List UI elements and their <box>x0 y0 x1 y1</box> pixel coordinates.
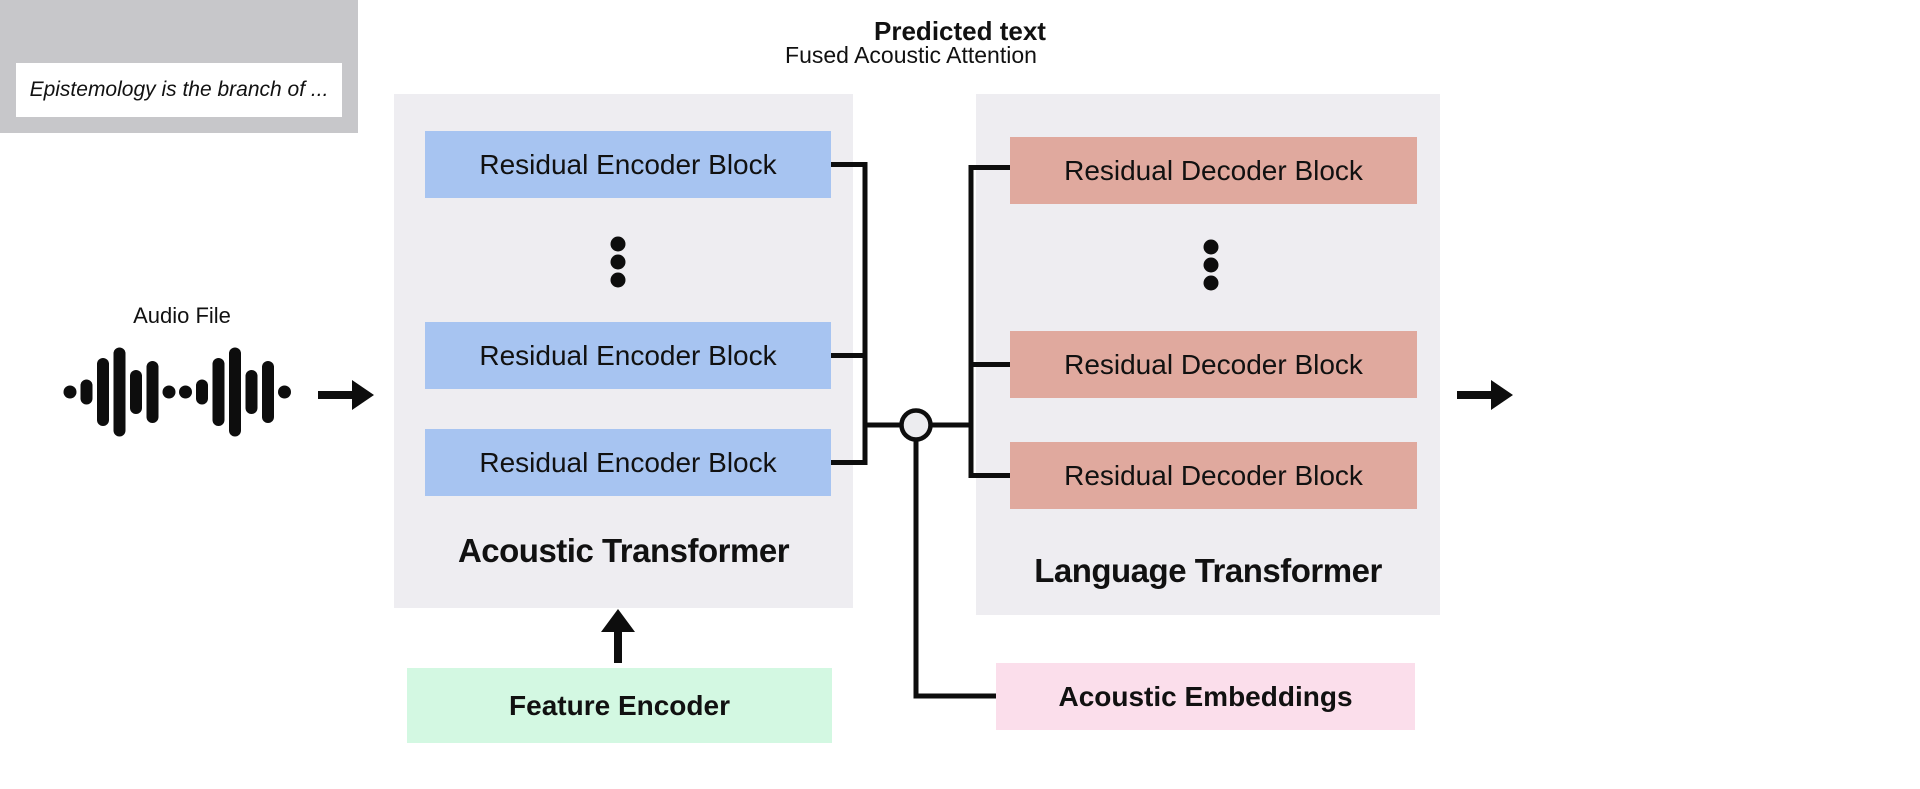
acoustic-transformer-title: Acoustic Transformer <box>457 532 790 569</box>
predicted-text-title: Predicted text <box>874 16 1046 46</box>
residual-decoder-block-3-label: Residual Decoder Block <box>1064 459 1363 491</box>
residual-encoder-block-3: Residual Encoder Block <box>425 429 831 496</box>
acoustic-embeddings-label: Acoustic Embeddings <box>1058 680 1353 712</box>
audio-waveform-icon <box>63 347 291 437</box>
residual-encoder-block-2-label: Residual Encoder Block <box>479 339 777 371</box>
residual-decoder-block-1-label: Residual Decoder Block <box>1064 154 1363 186</box>
residual-encoder-block-3-label: Residual Encoder Block <box>479 446 777 478</box>
fused-acoustic-attention-label: Fused Acoustic Attention <box>785 42 1037 68</box>
language-transformer-title: Language Transformer <box>1034 552 1382 589</box>
feature-encoder-box: Feature Encoder <box>407 668 832 743</box>
predicted-text-output-field: Epistemology is the branch of ... <box>16 63 342 117</box>
output-right-arrow-icon <box>1457 380 1513 410</box>
residual-encoder-block-2: Residual Encoder Block <box>425 322 831 389</box>
residual-encoder-block-1-label: Residual Encoder Block <box>479 148 777 180</box>
residual-decoder-block-2-label: Residual Decoder Block <box>1064 348 1363 380</box>
input-right-arrow-icon <box>318 380 374 410</box>
residual-encoder-block-1: Residual Encoder Block <box>425 131 831 198</box>
residual-decoder-block-1: Residual Decoder Block <box>1010 137 1417 204</box>
residual-decoder-block-2: Residual Decoder Block <box>1010 331 1417 398</box>
language-transformer-panel: Residual Decoder Block Residual Decoder … <box>976 94 1440 615</box>
fusion-junction-node <box>899 408 933 442</box>
audio-file-label: Audio File <box>133 303 231 328</box>
feature-encoder-up-arrow-icon <box>601 609 635 663</box>
predicted-text-sample: Epistemology is the branch of ... <box>29 78 329 101</box>
feature-encoder-label: Feature Encoder <box>509 689 730 721</box>
acoustic-transformer-panel: Residual Encoder Block Residual Encoder … <box>394 94 853 608</box>
predicted-text-box: Predicted text Epistemology is the branc… <box>0 0 1046 133</box>
acoustic-embeddings-box: Acoustic Embeddings <box>996 663 1415 730</box>
residual-decoder-block-3: Residual Decoder Block <box>1010 442 1417 509</box>
